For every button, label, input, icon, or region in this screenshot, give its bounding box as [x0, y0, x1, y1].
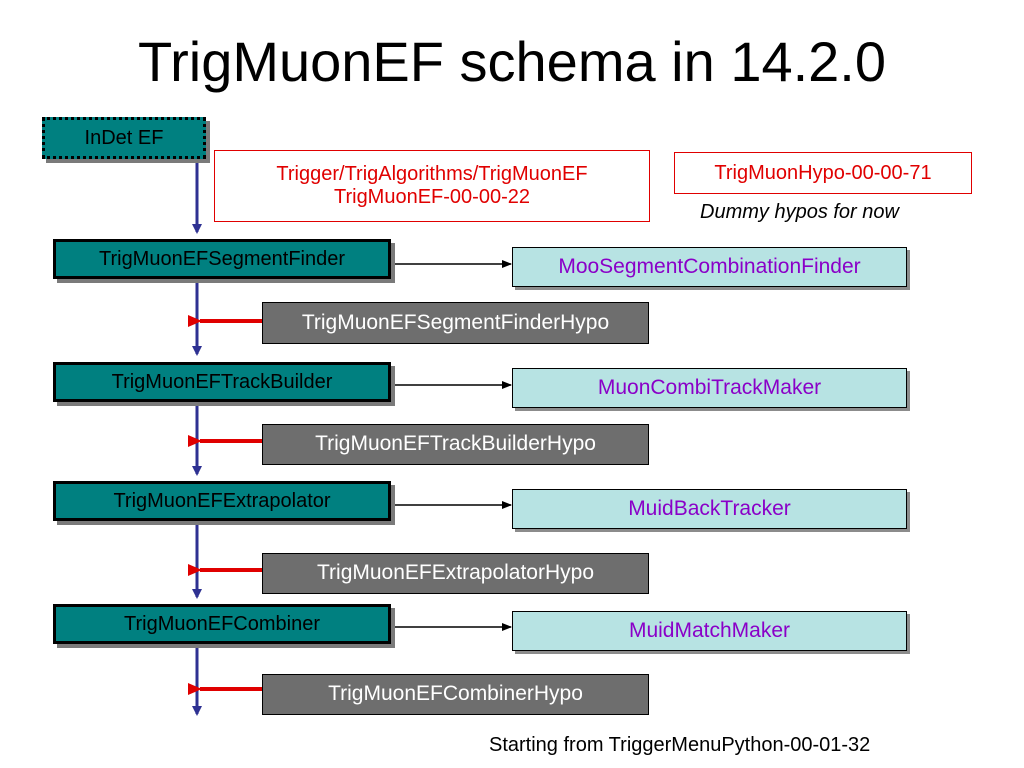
package-version: TrigMuonEF-00-00-22 [333, 186, 530, 208]
hypo-label: TrigMuonEFTrackBuilderHypo [315, 432, 596, 456]
tool-label: MuonCombiTrackMaker [597, 375, 822, 399]
footer-note: Starting from TriggerMenuPython-00-01-32 [489, 734, 871, 756]
algorithm-box: TrigMuonEFTrackBuilder [53, 362, 391, 402]
hypo-box: TrigMuonEFCombinerHypo [262, 674, 649, 715]
algorithm-box: TrigMuonEFExtrapolator [53, 481, 391, 521]
hypo-label: TrigMuonEFExtrapolatorHypo [317, 561, 594, 585]
tool-label: MooSegmentCombinationFinder [558, 254, 861, 278]
algorithm-box: TrigMuonEFSegmentFinder [53, 239, 391, 279]
hypo-label: TrigMuonEFSegmentFinderHypo [301, 310, 610, 334]
dummy-hypos-note: Dummy hypos for now [700, 201, 899, 223]
hypo-box: TrigMuonEFTrackBuilderHypo [262, 424, 649, 465]
algorithm-label: TrigMuonEFSegmentFinder [98, 247, 346, 270]
page-title: TrigMuonEF schema in 14.2.0 [137, 30, 887, 93]
algorithm-label: TrigMuonEFCombiner [124, 612, 320, 635]
algorithm-label: TrigMuonEFTrackBuilder [111, 370, 333, 393]
package-path: Trigger/TrigAlgorithms/TrigMuonEF [276, 163, 588, 185]
hypo-box: TrigMuonEFExtrapolatorHypo [262, 553, 649, 594]
hypo-box: TrigMuonEFSegmentFinderHypo [262, 302, 649, 344]
tool-box: MooSegmentCombinationFinder [512, 247, 907, 287]
tool-box: MuidBackTracker [512, 489, 907, 529]
algorithm-box: TrigMuonEFCombiner [53, 604, 391, 644]
algorithm-label: TrigMuonEFExtrapolator [113, 489, 331, 512]
tool-box: MuonCombiTrackMaker [512, 368, 907, 408]
trigmuonhypo-package-box: TrigMuonHypo-00-00-71 [674, 152, 972, 194]
tool-label: MuidBackTracker [628, 496, 791, 520]
hypo-label: TrigMuonEFCombinerHypo [328, 682, 583, 706]
tool-label: MuidMatchMaker [628, 618, 791, 642]
hypo-package-version: TrigMuonHypo-00-00-71 [714, 161, 932, 184]
indet-ef-box: InDet EF [42, 117, 206, 159]
indet-ef-label: InDet EF [84, 126, 164, 149]
tool-box: MuidMatchMaker [512, 611, 907, 651]
trigmuonef-package-box: Trigger/TrigAlgorithms/TrigMuonEF TrigMu… [214, 150, 650, 222]
